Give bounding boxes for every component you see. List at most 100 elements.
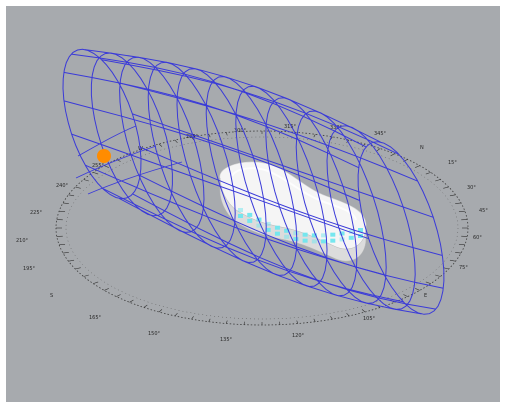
date-line: [139, 175, 444, 289]
compass-tick: [104, 165, 109, 168]
glazing-panel: [339, 237, 345, 242]
compass-tick: [59, 244, 66, 246]
compass-tick: [93, 281, 99, 284]
date-line: [139, 146, 443, 256]
glazing-panel: [265, 221, 271, 226]
hour-ring: [119, 56, 205, 233]
compass-label-345: 345°: [374, 131, 387, 137]
compass-tick: [361, 309, 366, 313]
compass-tick: [458, 210, 465, 212]
compass-tick: [443, 267, 449, 270]
glazing-panel: [293, 231, 299, 236]
compass-label-150: 150°: [148, 331, 161, 337]
compass-label-255: 255°: [92, 163, 105, 169]
compass-tick: [390, 153, 395, 157]
glazing-panel: [321, 239, 327, 244]
glazing-panel: [247, 212, 253, 217]
compass-label-15: 15°: [448, 160, 457, 166]
compass-label-330: 330°: [330, 125, 343, 131]
compass-tick: [75, 186, 81, 189]
glazing-panel: [311, 239, 317, 244]
date-line: [85, 164, 385, 276]
3d-viewport[interactable]: N 15° 30° 45° 60° 75° E 105° 120° 135° 1…: [6, 6, 500, 402]
compass-tick: [208, 318, 211, 322]
compass-tick: [425, 172, 431, 175]
glazing-panel: [302, 232, 308, 237]
date-line: [71, 133, 369, 240]
compass-tick: [376, 148, 381, 152]
compass-label-e: E: [424, 293, 427, 299]
date-line: [101, 59, 400, 155]
glazing-panel: [348, 235, 354, 240]
compass-tick: [68, 194, 75, 197]
date-line: [118, 197, 422, 315]
compass-tick: [75, 267, 81, 270]
compass-label-n: N: [420, 145, 424, 151]
glazing-panel: [274, 225, 280, 230]
date-line: [84, 49, 381, 143]
compass-label-300: 300°: [234, 128, 247, 134]
compass-tick: [225, 320, 228, 324]
compass-tick: [435, 274, 441, 277]
glazing-panel: [348, 229, 354, 234]
sun-path-wireframe: [62, 48, 445, 315]
compass-tick: [83, 179, 89, 182]
compass-tick: [116, 294, 121, 297]
date-line: [118, 82, 418, 182]
glazing-panel: [238, 208, 243, 212]
compass-tick: [449, 194, 456, 197]
compass-label-30: 30°: [467, 185, 476, 191]
compass-tick: [104, 288, 109, 291]
compass-tick: [93, 172, 99, 175]
compass-label-120: 120°: [292, 333, 305, 339]
compass-tick: [243, 321, 245, 325]
date-line: [132, 193, 436, 310]
compass-tick: [62, 252, 69, 254]
hour-ring: [357, 141, 445, 315]
glazing-panel: [330, 238, 336, 243]
glazing-panel: [321, 233, 327, 238]
compass-tick: [83, 274, 89, 277]
sun-position-marker[interactable]: [97, 149, 111, 163]
compass-tick: [158, 143, 163, 147]
compass-tick: [129, 299, 134, 303]
glazing-panel: [311, 233, 317, 238]
compass-tick: [330, 316, 333, 320]
compass-label-195: 195°: [23, 266, 36, 272]
compass-tick: [346, 312, 350, 317]
date-line: [63, 100, 360, 201]
glazing-panel: [274, 231, 280, 236]
compass-tick: [415, 165, 420, 168]
compass-label-75: 75°: [459, 265, 468, 271]
compass-tick: [158, 309, 163, 313]
glazing-panel: [339, 231, 345, 236]
hour-ring: [90, 52, 173, 217]
compass-label-165: 165°: [89, 315, 102, 321]
date-line: [132, 113, 434, 218]
compass-tick: [191, 316, 194, 320]
date-line: [63, 71, 359, 169]
glazing-panel: [247, 218, 253, 223]
compass-tick: [443, 186, 449, 189]
compass-tick: [425, 281, 431, 284]
glazing-panel: [256, 223, 262, 228]
compass-tick: [403, 294, 408, 297]
compass-tick: [174, 312, 178, 317]
compass-tick: [225, 132, 228, 136]
compass-tick: [435, 179, 441, 182]
compass-labels: N 15° 30° 45° 60° 75° E 105° 120° 135° 1…: [16, 124, 488, 343]
compass-tick: [313, 134, 316, 138]
compass-label-45: 45°: [479, 208, 488, 214]
sun-path-scene[interactable]: N 15° 30° 45° 60° 75° E 105° 120° 135° 1…: [6, 6, 500, 402]
inner-tracery: [75, 125, 183, 195]
glazing-panel: [265, 227, 271, 232]
glazing-panel: [284, 234, 290, 239]
date-line: [101, 187, 404, 303]
compass-tick: [208, 134, 211, 138]
compass-tick: [455, 202, 462, 204]
compass-label-105: 105°: [363, 316, 376, 322]
glazing-panel: [358, 228, 363, 232]
glazing-panel: [293, 237, 299, 242]
compass-tick: [455, 252, 462, 254]
